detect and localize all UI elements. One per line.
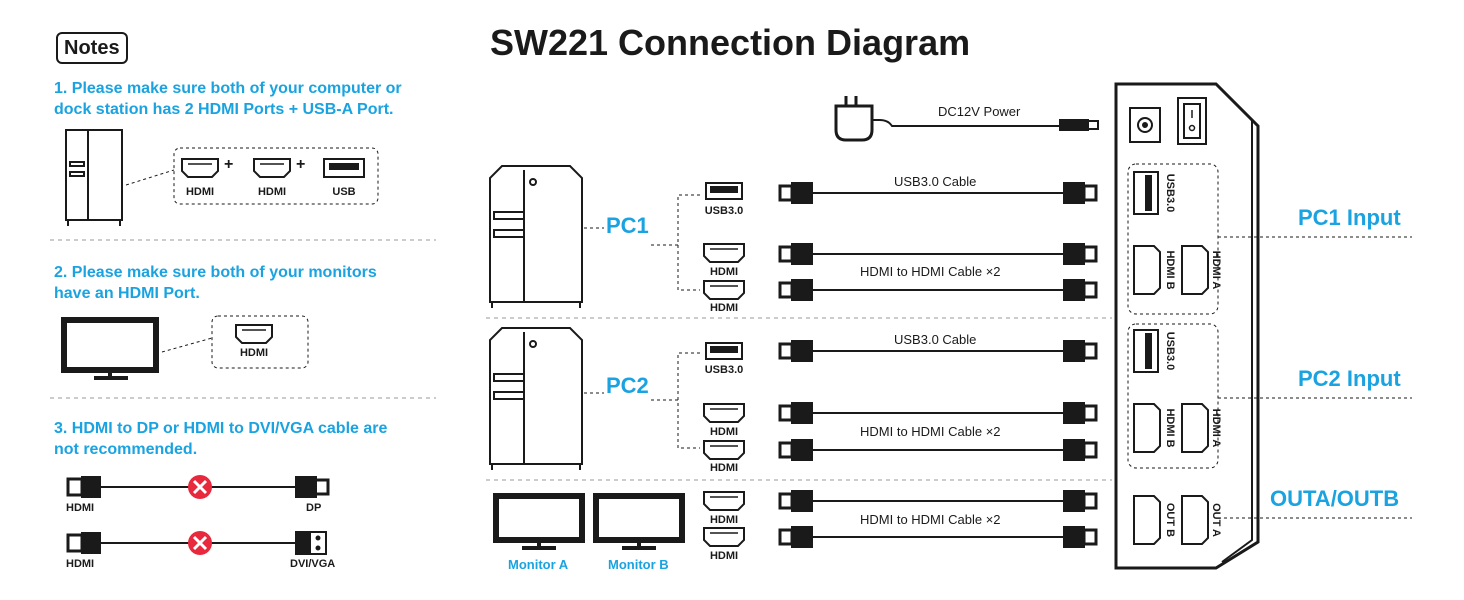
pc2-usb-cable-label: USB3.0 Cable	[894, 332, 977, 347]
pc1-usb-port-label: USB3.0	[704, 205, 744, 217]
power-label: DC12V Power	[938, 104, 1021, 119]
switch-pc2-hdmi-b-label: HDMI B	[1164, 408, 1176, 448]
not-recommended-icon	[188, 475, 212, 555]
switch-out-a-label: OUT A	[1210, 503, 1222, 537]
cable-1-from: HDMI	[66, 502, 95, 514]
pc2-hdmi-cable-label: HDMI to HDMI Cable ×2	[860, 424, 1001, 439]
note-3-line1: 3. HDMI to DP or HDMI to DVI/VGA cable a…	[54, 420, 388, 437]
pc2-hdmi-a-label: HDMI	[709, 426, 739, 438]
switch-out-b-label: OUT B	[1164, 502, 1176, 538]
note-2-line2: have an HDMI Port.	[54, 285, 200, 302]
switch-pc1-hdmi-a-label: HDMI A	[1210, 250, 1222, 290]
pc1-hdmi-a-label: HDMI	[709, 266, 739, 278]
monitor-hdmi-b-label: HDMI	[709, 550, 739, 562]
cable-2-from: HDMI	[66, 558, 95, 570]
note-monitor-icon	[61, 317, 159, 380]
note-1-line2: dock station has 2 HDMI Ports + USB-A Po…	[54, 101, 394, 118]
note-3-line2: not recommended.	[54, 441, 198, 458]
pc2-label: PC2	[606, 373, 649, 398]
pc1-label: PC1	[606, 213, 649, 238]
monitor-hdmi-cable-label: HDMI to HDMI Cable ×2	[860, 512, 1001, 527]
pc1-hdmi-b-label: HDMI	[709, 302, 739, 314]
monitor-b-icon	[593, 493, 685, 550]
plus-icon: +	[224, 156, 234, 173]
switch-pc1-hdmi-b-label: HDMI B	[1164, 250, 1176, 290]
cable-2-to: DVI/VGA	[290, 558, 336, 570]
pc2-usb-port-label: USB3.0	[704, 364, 744, 376]
monitor-a-icon	[493, 493, 585, 550]
pc1-tower-icon	[489, 165, 583, 308]
pc1-input-label: PC1 Input	[1298, 205, 1401, 230]
switch-pc2-usb-label: USB3.0	[1164, 331, 1176, 371]
note-1-port-usb: USB	[332, 186, 356, 198]
monitor-b-label: Monitor B	[608, 557, 669, 572]
kvm-switch-body	[1114, 82, 1260, 570]
output-label: OUTA/OUTB	[1270, 486, 1400, 511]
pc1-hdmi-cable-label: HDMI to HDMI Cable ×2	[860, 264, 1001, 279]
plus-icon: +	[296, 156, 306, 173]
notes-tag: Notes	[56, 32, 128, 64]
note-2: 2. Please make sure both of your monitor…	[54, 262, 377, 304]
monitor-hdmi-a-label: HDMI	[709, 514, 739, 526]
pc2-tower-icon	[489, 327, 583, 470]
pc2-input-label: PC2 Input	[1298, 366, 1401, 391]
switch-pc1-usb-label: USB3.0	[1164, 173, 1176, 213]
note-2-line1: 2. Please make sure both of your monitor…	[54, 264, 377, 281]
monitor-a-label: Monitor A	[508, 557, 569, 572]
switch-pc2-hdmi-a-label: HDMI A	[1210, 408, 1222, 448]
pc2-hdmi-b-label: HDMI	[709, 462, 739, 474]
note-1-port-hdmi-2: HDMI	[257, 186, 287, 198]
diagram-title: SW221 Connection Diagram	[490, 22, 971, 63]
power-adapter-icon	[834, 96, 1099, 142]
note-pc-tower-icon	[65, 129, 123, 226]
pc1-usb-cable-label: USB3.0 Cable	[894, 174, 977, 189]
note-1-port-hdmi-1: HDMI	[185, 186, 215, 198]
note-2-port-hdmi: HDMI	[239, 347, 269, 359]
cable-1-to: DP	[306, 502, 322, 514]
note-3: 3. HDMI to DP or HDMI to DVI/VGA cable a…	[54, 418, 387, 460]
note-1-line1: 1. Please make sure both of your compute…	[54, 80, 402, 97]
note-1: 1. Please make sure both of your compute…	[54, 78, 402, 120]
